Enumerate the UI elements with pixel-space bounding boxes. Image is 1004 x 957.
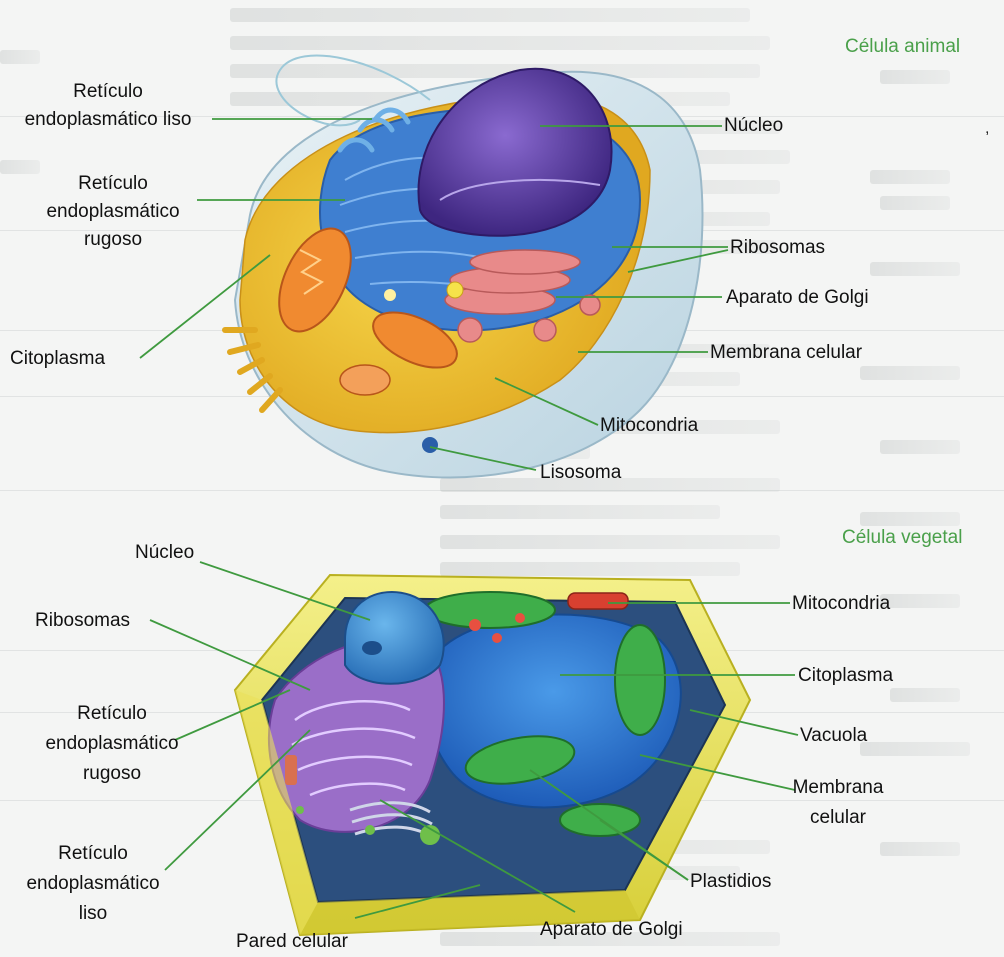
plant-cell-illustration bbox=[235, 575, 750, 935]
heading-plant-cell: Célula vegetal bbox=[842, 527, 962, 549]
label-plant-membrana-2: celular bbox=[810, 806, 866, 829]
label-animal-mitocondria: Mitocondria bbox=[600, 414, 698, 437]
label-animal-ribosomas: Ribosomas bbox=[730, 236, 825, 259]
label-plant-pared-celular: Pared celular bbox=[236, 930, 348, 953]
label-plant-aparato-golgi: Aparato de Golgi bbox=[540, 918, 683, 941]
heading-animal-cell: Célula animal bbox=[845, 36, 960, 58]
label-plant-citoplasma: Citoplasma bbox=[798, 664, 893, 687]
label-animal-nucleo: Núcleo bbox=[724, 114, 783, 137]
label-plant-plastidios: Plastidios bbox=[690, 870, 771, 893]
label-plant-reticulo-rugoso-2: endoplasmático bbox=[45, 732, 178, 755]
label-plant-mitocondria: Mitocondria bbox=[792, 592, 890, 615]
label-animal-aparato-golgi: Aparato de Golgi bbox=[726, 286, 869, 309]
label-plant-vacuola: Vacuola bbox=[800, 724, 867, 747]
label-plant-reticulo-liso-1: Retículo bbox=[58, 842, 128, 865]
label-animal-reticulo-rugoso-3: rugoso bbox=[84, 228, 142, 251]
label-animal-reticulo-liso-1: Retículo bbox=[73, 80, 143, 103]
label-animal-lisosoma: Lisosoma bbox=[540, 461, 621, 484]
label-plant-reticulo-liso-2: endoplasmático bbox=[26, 872, 159, 895]
label-animal-reticulo-rugoso-2: endoplasmático bbox=[46, 200, 179, 223]
label-animal-reticulo-liso-2: endoplasmático liso bbox=[25, 108, 192, 131]
label-plant-nucleo: Núcleo bbox=[135, 541, 194, 564]
label-animal-reticulo-rugoso-1: Retículo bbox=[78, 172, 148, 195]
label-animal-citoplasma: Citoplasma bbox=[10, 347, 105, 370]
label-animal-membrana-celular: Membrana celular bbox=[710, 341, 862, 364]
label-plant-reticulo-rugoso-3: rugoso bbox=[83, 762, 141, 785]
label-plant-ribosomas: Ribosomas bbox=[35, 609, 130, 632]
label-plant-membrana-1: Membrana bbox=[793, 776, 884, 799]
label-plant-reticulo-rugoso-1: Retículo bbox=[77, 702, 147, 725]
label-plant-reticulo-liso-3: liso bbox=[79, 902, 108, 925]
stray-mark: , bbox=[985, 120, 989, 138]
